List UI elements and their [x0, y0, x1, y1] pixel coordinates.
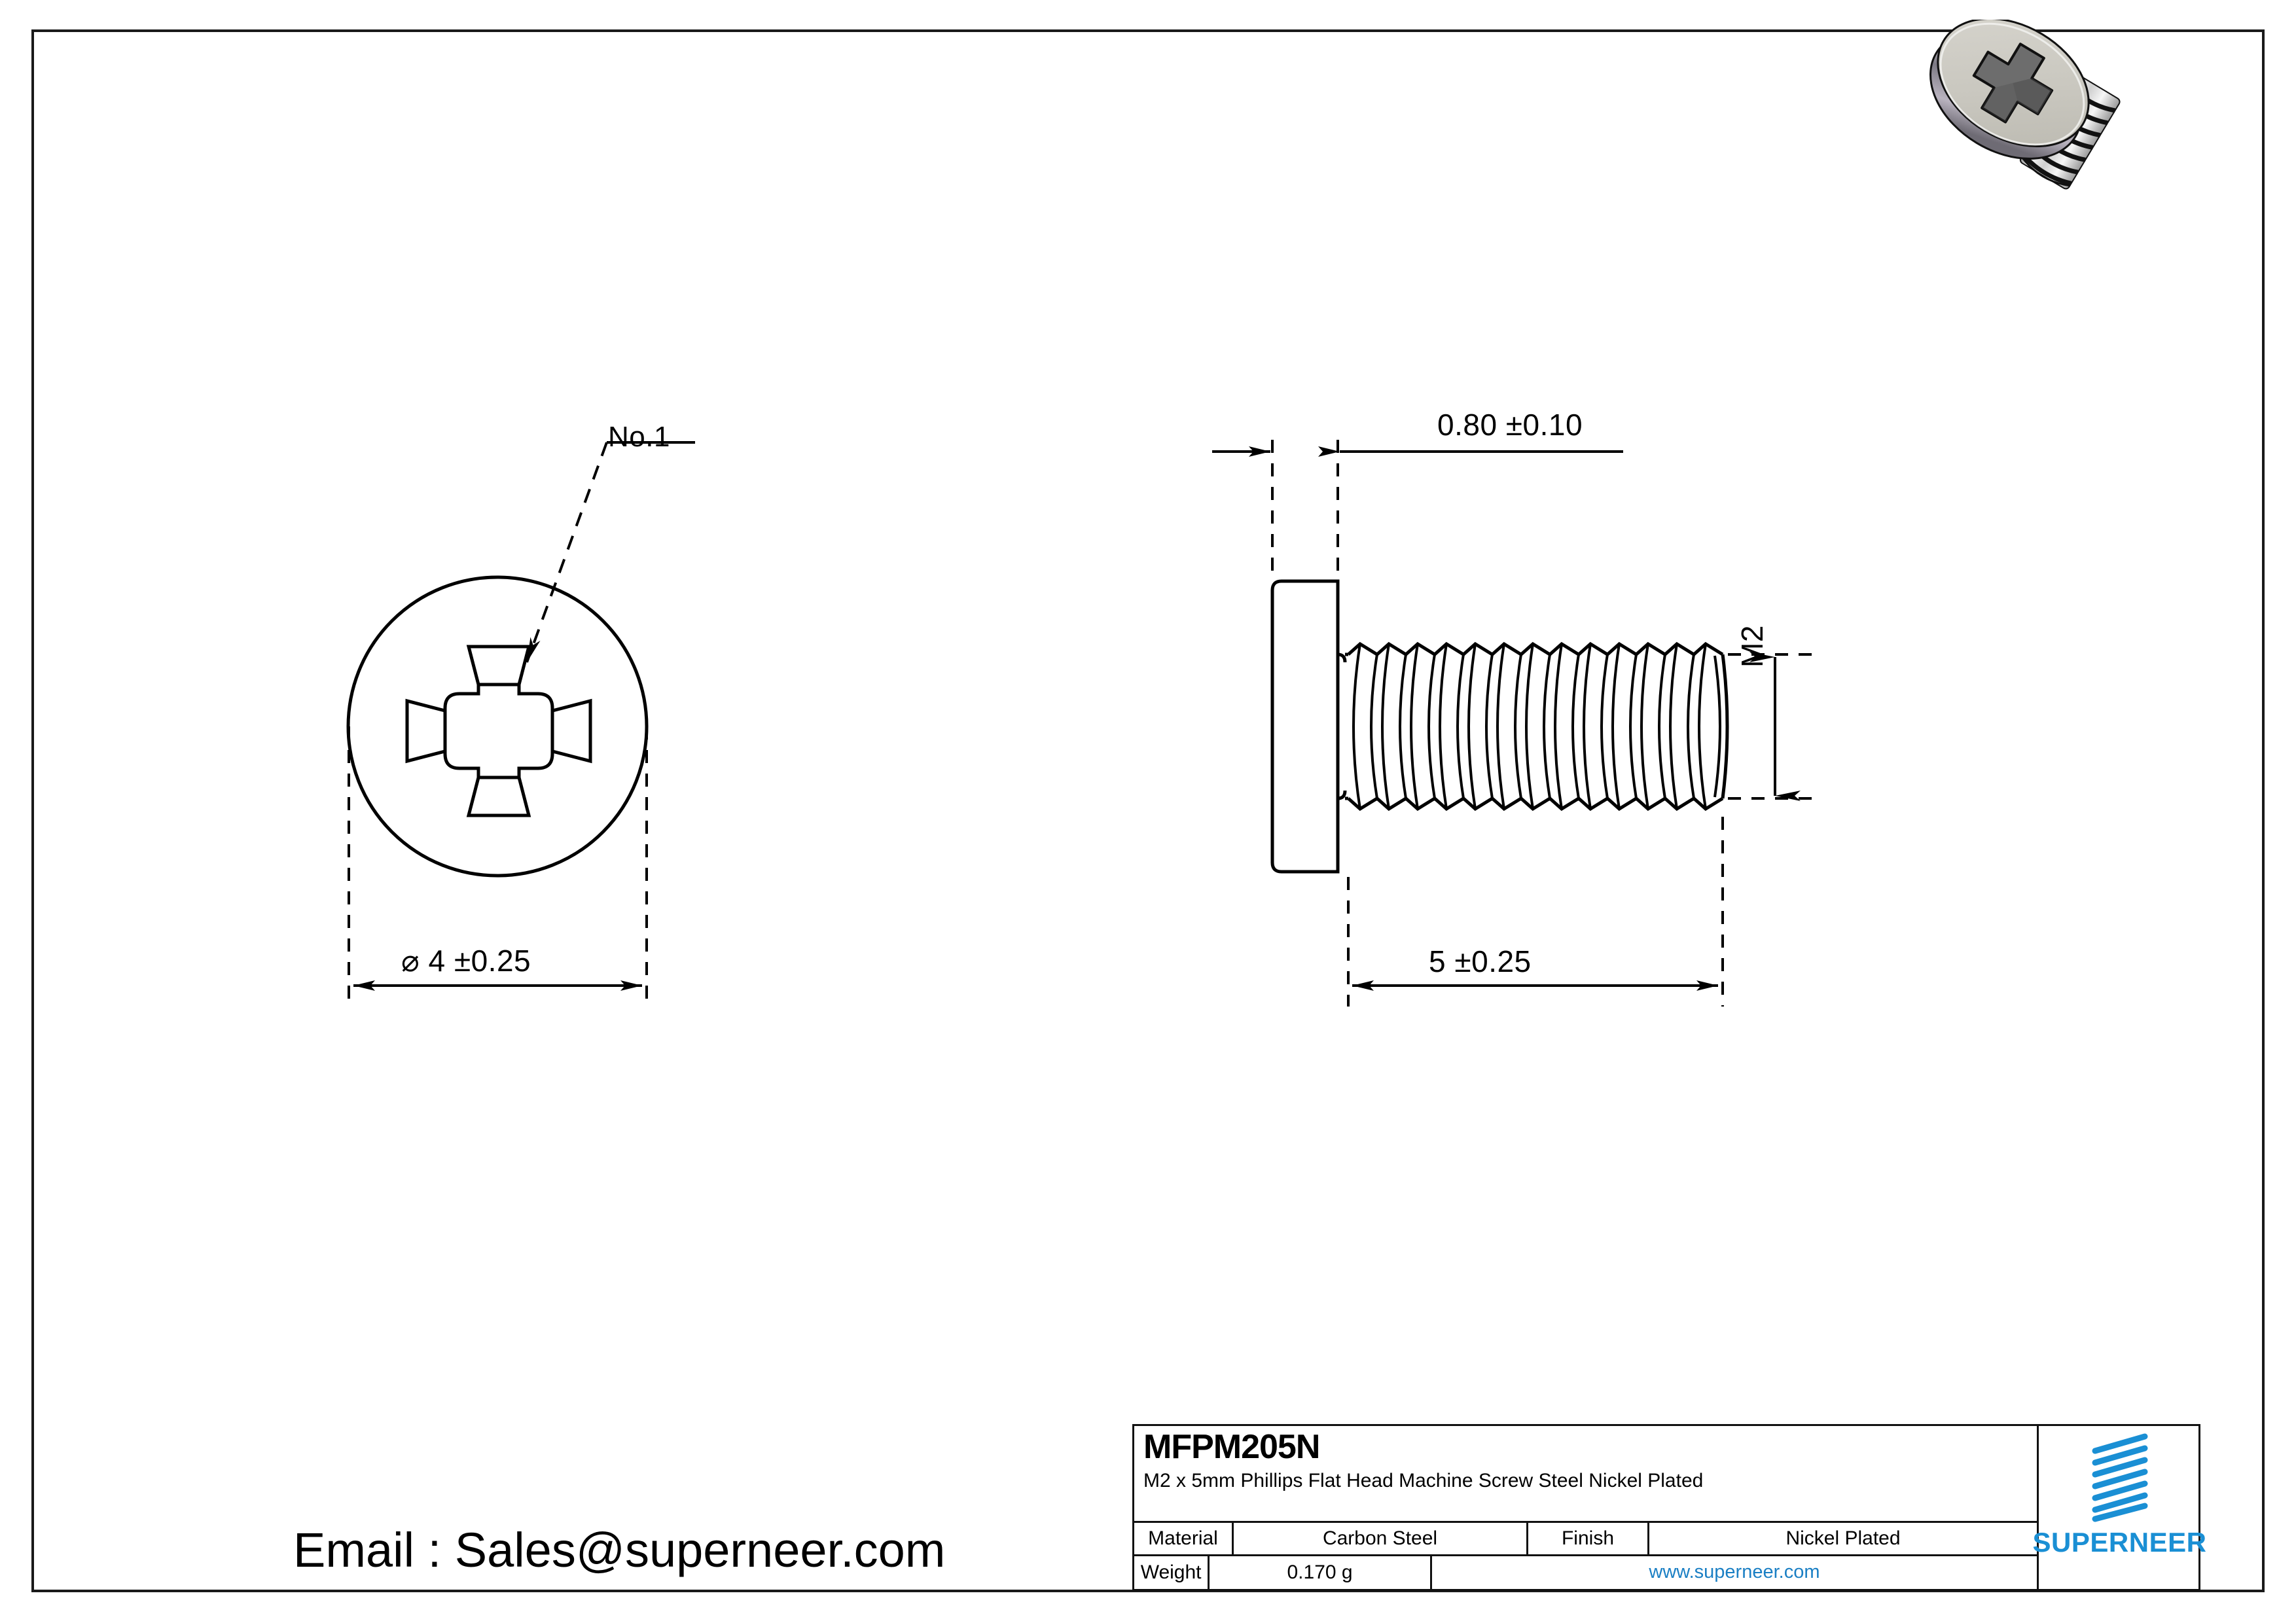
contact-email-text: Email : Sales@superneer.com — [293, 1523, 946, 1577]
overall-length-dimension-label: 5 ±0.25 — [1429, 944, 1532, 978]
material-value: Carbon Steel — [1234, 1523, 1528, 1554]
head-thickness-dimension-label: 0.80 ±0.10 — [1437, 408, 1583, 442]
finish-label: Finish — [1528, 1523, 1649, 1554]
weight-value: 0.170 g — [1210, 1556, 1432, 1589]
head-diameter-dimension-label: ⌀ 4 ±0.25 — [401, 944, 531, 978]
weight-label: Weight — [1134, 1556, 1210, 1589]
screw-3d-render — [1929, 20, 2121, 190]
title-block-row-weight: Weight 0.170 g www.superneer.com — [1134, 1556, 2037, 1589]
finish-value: Nickel Plated — [1785, 1527, 1901, 1549]
part-description: M2 x 5mm Phillips Flat Head Machine Scre… — [1143, 1470, 1704, 1491]
brand-name: SUPERNEER — [2032, 1527, 2207, 1558]
brand-logo-cell: SUPERNEER — [2033, 1426, 2206, 1589]
part-number: MFPM205N — [1143, 1428, 1320, 1466]
drawing-border-frame — [31, 29, 2265, 1592]
superneer-logo-icon — [2092, 1433, 2147, 1522]
title-block-description-area: MFPM205N M2 x 5mm Phillips Flat Head Mac… — [1134, 1426, 2037, 1524]
material-label: Material — [1134, 1523, 1234, 1554]
title-block-main: MFPM205N M2 x 5mm Phillips Flat Head Mac… — [1134, 1426, 2039, 1589]
website-link[interactable]: www.superneer.com — [1649, 1561, 1820, 1583]
thread-size-dimension-label: M2 — [1735, 625, 1769, 668]
title-block-row-material: Material Carbon Steel Finish Nickel Plat… — [1134, 1523, 2037, 1556]
title-block: MFPM205N M2 x 5mm Phillips Flat Head Mac… — [1132, 1424, 2206, 1591]
callout-label-no1: No.1 — [608, 421, 670, 453]
